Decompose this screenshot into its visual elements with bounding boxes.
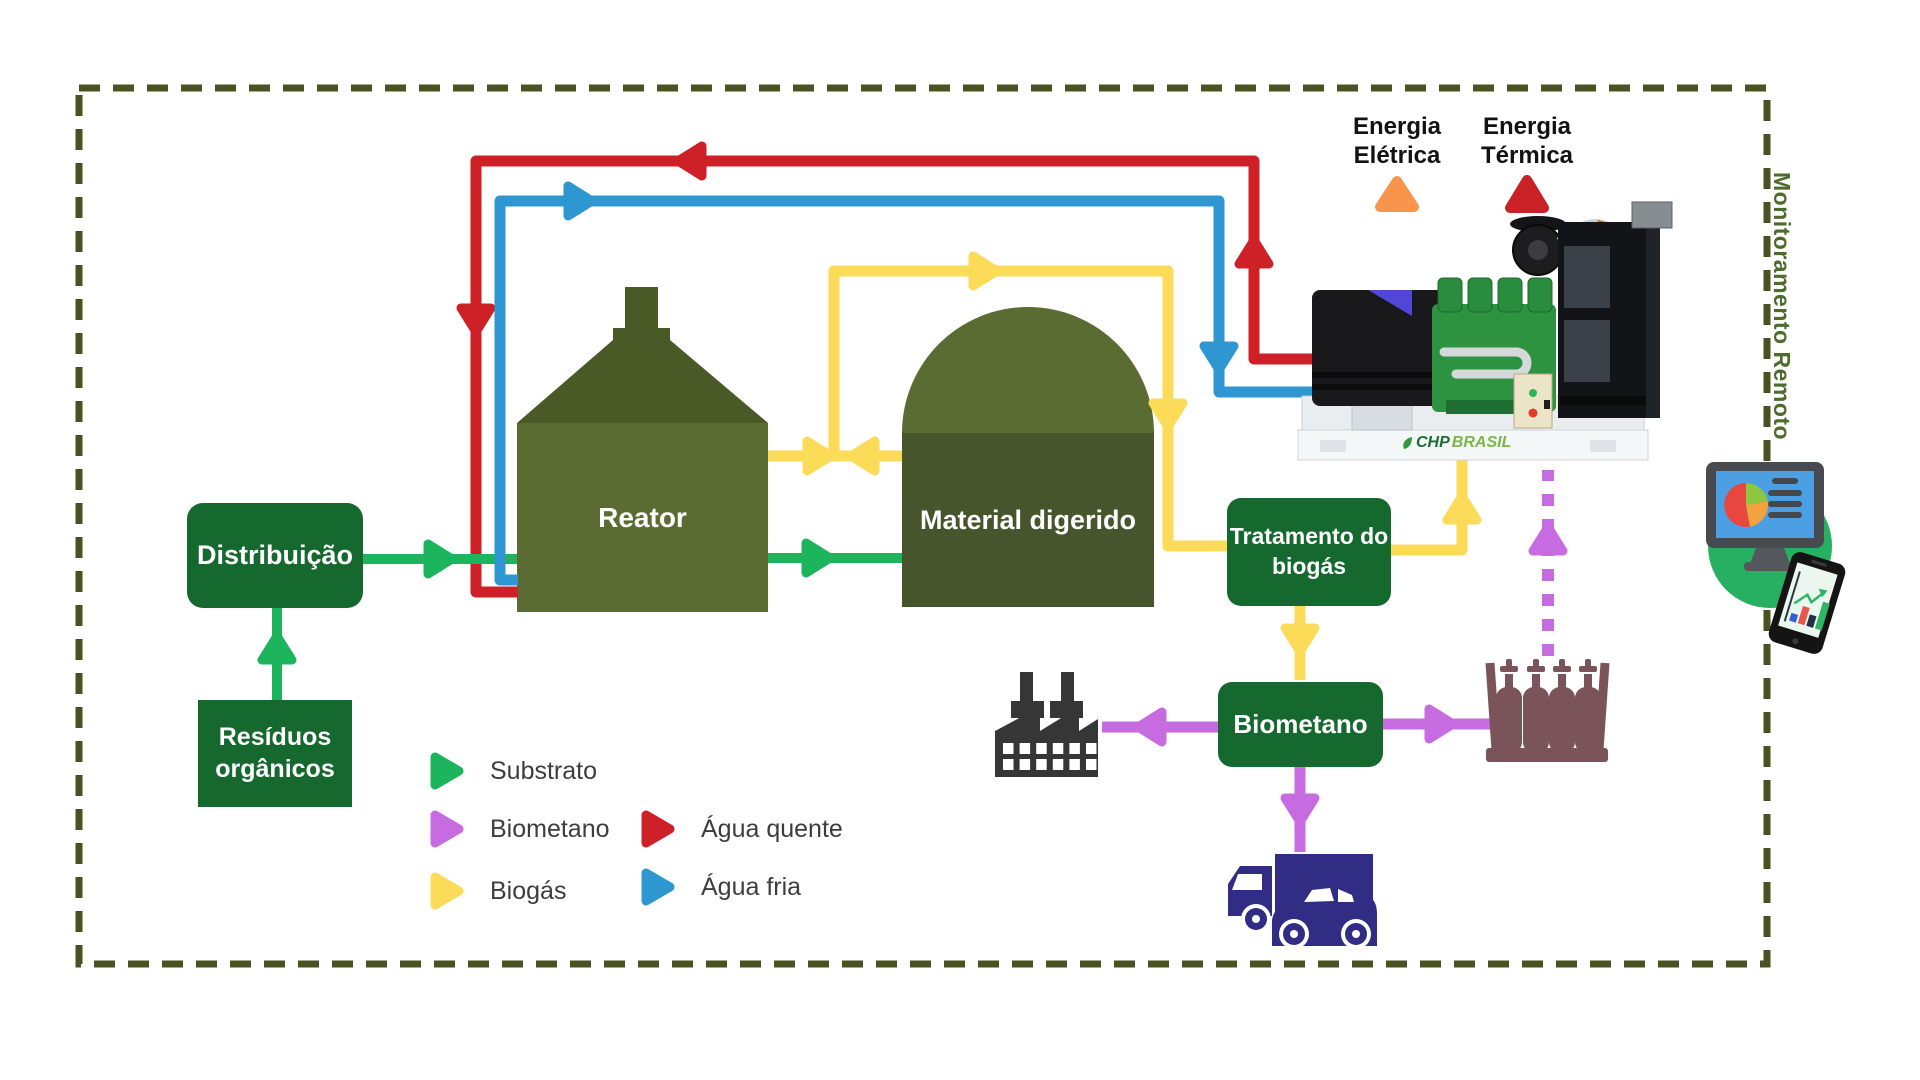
remote-monitoring-icons [1706, 462, 1846, 654]
distribuicao-label: Distribuição [196, 540, 354, 570]
substrate-pipes [257, 538, 902, 700]
dome-top [902, 307, 1154, 433]
hot-water-arrowhead-up [1234, 235, 1274, 269]
electric-energy-triangle [1375, 176, 1419, 212]
hot-water-pipe [456, 141, 1317, 598]
biogas-arrowhead-left [846, 436, 880, 476]
substrate-arrowhead-right [423, 539, 457, 579]
phone-bar-chart [1783, 571, 1830, 631]
cylinder-head [1437, 277, 1463, 313]
biomethane-pipes [1102, 470, 1568, 852]
biogas-arrowhead-down [1280, 623, 1320, 657]
biomethane-arrowhead-up [1528, 522, 1568, 556]
cold-water-pipe [494, 181, 1317, 586]
material-digerido-dome [902, 307, 1154, 607]
monitoramento-remoto-label: Monitoramento Remoto [1769, 172, 1795, 441]
legend-item-substrato: Substrato [427, 752, 597, 790]
biomethane-arrowhead-right [1424, 704, 1458, 744]
material-digerido-label-wrap: Material digerido [898, 433, 1158, 607]
chp-brasil-logo: CHP BRASIL [1400, 434, 1511, 452]
dome-body [902, 433, 1154, 607]
material-digerido-label: Material digerido [919, 504, 1137, 535]
node-tratamento-biogas: Tratamento do biogás [1227, 498, 1391, 606]
node-distribuicao: Distribuição [187, 503, 363, 608]
factory-icon [995, 672, 1098, 777]
legend-item-biogas: Biogás [427, 872, 566, 910]
biomethane-arrowhead-down [1280, 793, 1320, 827]
biogas-arrowhead-right [802, 436, 836, 476]
hot-water-arrowhead-left [673, 141, 707, 181]
substrate-arrowhead-right [801, 538, 835, 578]
car-rear-window [1338, 889, 1354, 902]
biogas-legend-arrow-icon [430, 872, 464, 910]
reator-chimney-base [613, 328, 670, 342]
energia-termica-label: Energia Térmica [1480, 113, 1574, 170]
biomethane-legend-arrow-icon [430, 810, 464, 848]
thermal-energy-triangle [1505, 175, 1549, 213]
car-icon [1272, 881, 1377, 949]
legend-item-agua-quente: Água quente [638, 810, 843, 848]
biogas-arrowhead-down [1148, 398, 1188, 432]
cylinder-head [1527, 277, 1553, 313]
cylinder-head [1497, 277, 1523, 313]
generator-base-skid [1297, 429, 1649, 461]
substrate-arrowhead-up [257, 631, 297, 665]
control-red-light [1528, 408, 1538, 418]
gas-cylinder-rack-icon [1485, 659, 1610, 762]
legend-label: Biogás [490, 876, 567, 905]
monitor-stand [1750, 548, 1790, 564]
chp-generator-unit [1297, 201, 1673, 461]
hot-water-legend-arrow-icon [641, 810, 675, 848]
brand-brasil: BRASIL [1451, 434, 1512, 451]
truck-windshield [1232, 874, 1262, 890]
residuos-label: Resíduos orgânicos [215, 723, 335, 783]
biogas-pipes [768, 251, 1482, 680]
reator-chimney [625, 287, 658, 330]
leaf-icon [1403, 437, 1412, 449]
node-residuos-organicos: Resíduos orgânicos [198, 700, 352, 807]
gas-cylinders [1496, 659, 1601, 753]
biogas-arrowhead-up [1442, 491, 1482, 525]
cylinder-head [1467, 277, 1493, 313]
phone-icon [1768, 552, 1846, 654]
cold-water-legend-arrow-icon [641, 868, 675, 906]
dashboard-lines [1768, 478, 1802, 518]
radiator-bracket [1631, 201, 1673, 229]
biogas-arrowhead-right [968, 251, 1002, 291]
node-biometano: Biometano [1218, 682, 1383, 767]
cold-water-arrowhead-right [563, 181, 597, 221]
reator-roof [517, 340, 768, 423]
reator-tank [517, 287, 768, 612]
factory-windows [1003, 743, 1097, 770]
biomethane-arrowhead-left [1133, 707, 1167, 747]
brand-chp: CHP [1416, 434, 1450, 451]
pie-chart-icon [1724, 482, 1769, 527]
tratamento-label: Tratamento do biogás [1229, 523, 1389, 579]
legend-label: Água fria [701, 872, 802, 901]
substrate-legend-arrow-icon [430, 752, 464, 790]
cold-water-arrowhead-down [1199, 341, 1239, 375]
hot-water-arrowhead-down [456, 303, 496, 337]
car-front-window [1304, 888, 1334, 902]
alternator-accent [1368, 290, 1412, 316]
legend-item-biometano: Biometano [427, 810, 610, 848]
legend-label: Água quente [701, 814, 843, 843]
control-green-light [1529, 389, 1537, 397]
reator-label: Reator [598, 501, 687, 533]
legend-label: Substrato [490, 756, 598, 785]
reator-label-wrap: Reator [517, 423, 768, 612]
energia-eletrica-label: Energia Elétrica [1352, 113, 1442, 170]
reator-body [517, 423, 768, 612]
biometano-label: Biometano [1233, 709, 1368, 739]
legend-label: Biometano [490, 814, 610, 843]
legend-item-agua-fria: Água fria [638, 868, 801, 906]
